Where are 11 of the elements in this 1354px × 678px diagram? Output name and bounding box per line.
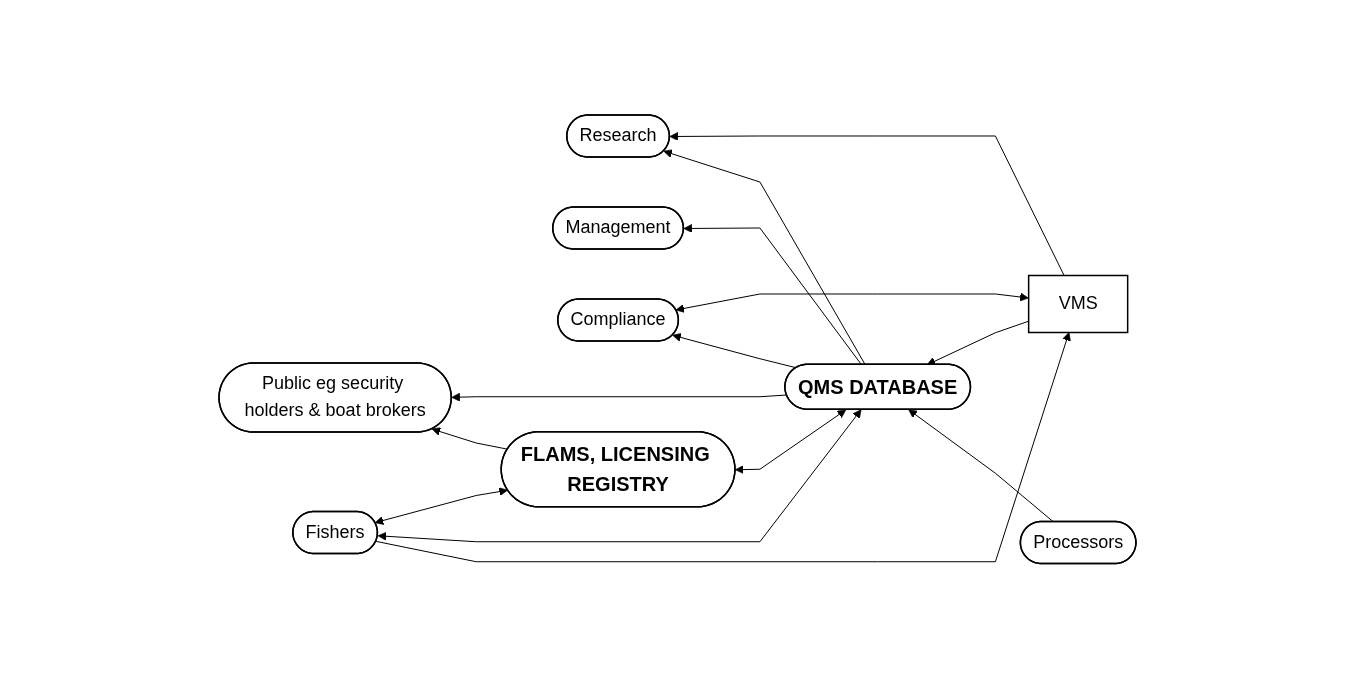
arrow (374, 487, 508, 525)
arrow (450, 392, 787, 402)
arrow (683, 223, 862, 365)
node-box: VMS (1027, 274, 1128, 333)
arrow (668, 131, 1065, 276)
arrow (675, 292, 1029, 313)
arrow (734, 409, 846, 474)
arrow (662, 149, 866, 365)
arrow (377, 409, 861, 542)
arrow (907, 409, 1054, 523)
arrow (375, 331, 1071, 562)
